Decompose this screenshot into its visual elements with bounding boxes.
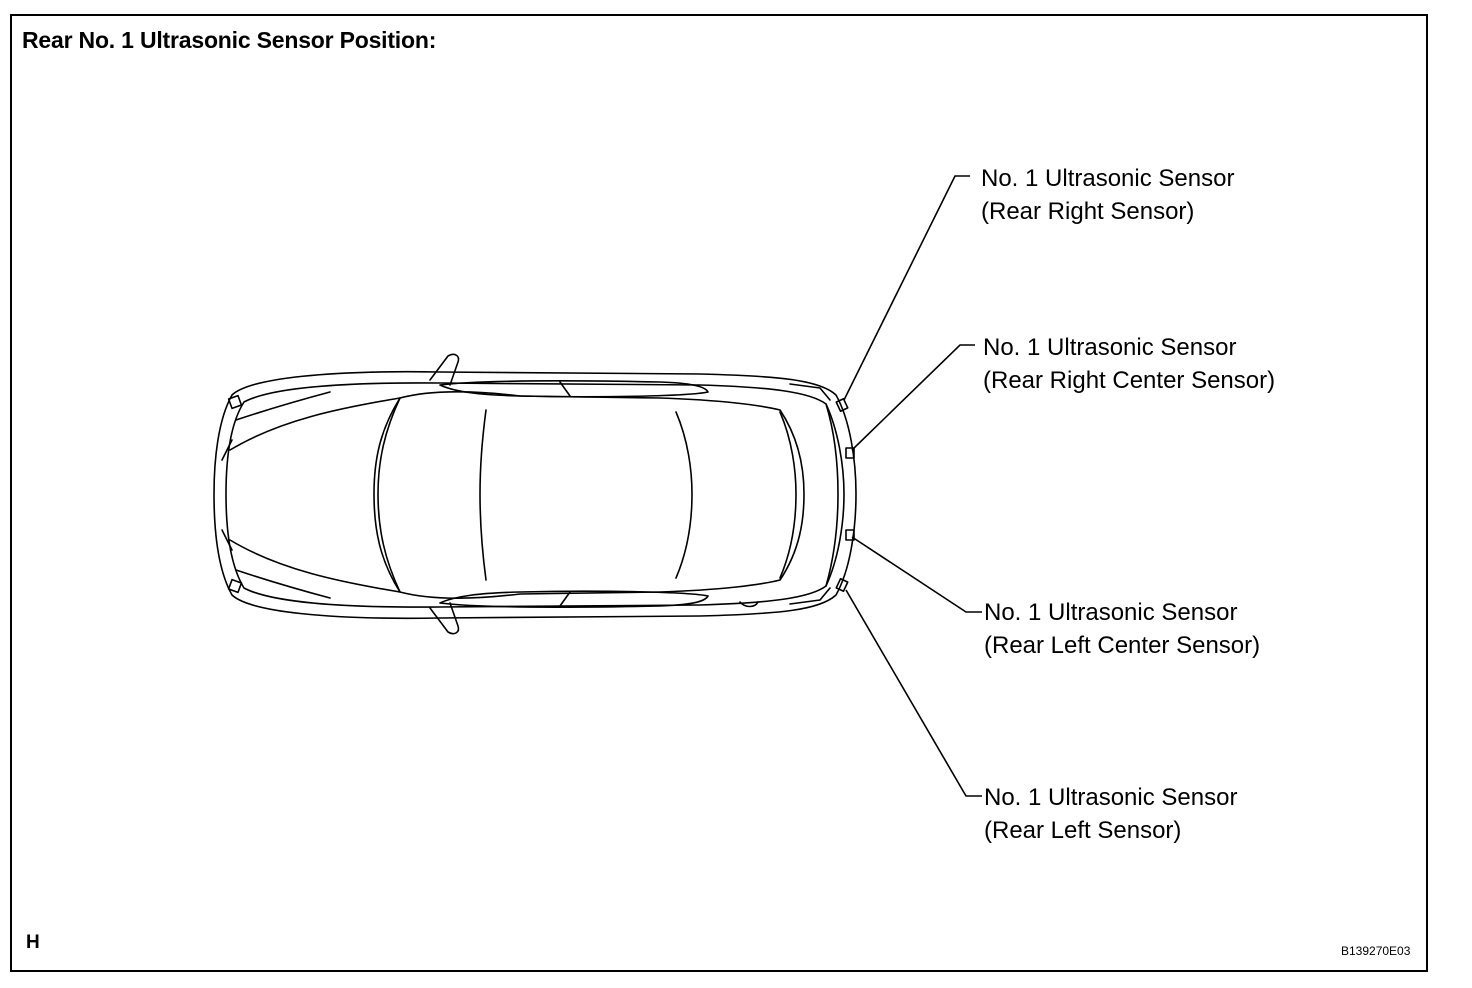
- callout-line1: No. 1 Ultrasonic Sensor: [984, 784, 1238, 811]
- callout-rear-right: No. 1 Ultrasonic Sensor (Rear Right Sens…: [981, 162, 1234, 228]
- leader-rear-right: [843, 175, 970, 401]
- leader-rear-left-center: [851, 536, 982, 613]
- callout-line1: No. 1 Ultrasonic Sensor: [981, 165, 1235, 192]
- diagram-frame: [10, 14, 1428, 972]
- callout-line2: (Rear Right Sensor): [981, 198, 1195, 225]
- sensor-rear-left-center: [845, 529, 855, 541]
- sensor-rear-right-center: [845, 447, 855, 459]
- sensor-rear-right: [835, 397, 849, 413]
- cabin-outline: [373, 390, 805, 600]
- callout-line2: (Rear Right Center Sensor): [983, 367, 1276, 394]
- callout-line2: (Rear Left Center Sensor): [984, 632, 1261, 659]
- leader-rear-left: [845, 589, 982, 797]
- callout-line1: No. 1 Ultrasonic Sensor: [983, 334, 1237, 361]
- callout-line1: No. 1 Ultrasonic Sensor: [984, 599, 1238, 626]
- callout-line2: (Rear Left Sensor): [984, 817, 1182, 844]
- corner-code: H: [26, 932, 40, 953]
- left-mirror: [429, 602, 460, 635]
- leader-rear-right-center: [851, 344, 975, 451]
- document-id: B139270E03: [1341, 944, 1411, 958]
- car-body-outline: [213, 370, 857, 620]
- diagram-title: Rear No. 1 Ultrasonic Sensor Position:: [22, 27, 437, 53]
- callout-rear-right-center: No. 1 Ultrasonic Sensor (Rear Right Cent…: [983, 331, 1275, 397]
- callout-rear-left: No. 1 Ultrasonic Sensor (Rear Left Senso…: [984, 781, 1237, 847]
- sensor-rear-left: [835, 577, 849, 593]
- callout-rear-left-center: No. 1 Ultrasonic Sensor (Rear Left Cente…: [984, 596, 1260, 662]
- right-mirror: [429, 353, 460, 386]
